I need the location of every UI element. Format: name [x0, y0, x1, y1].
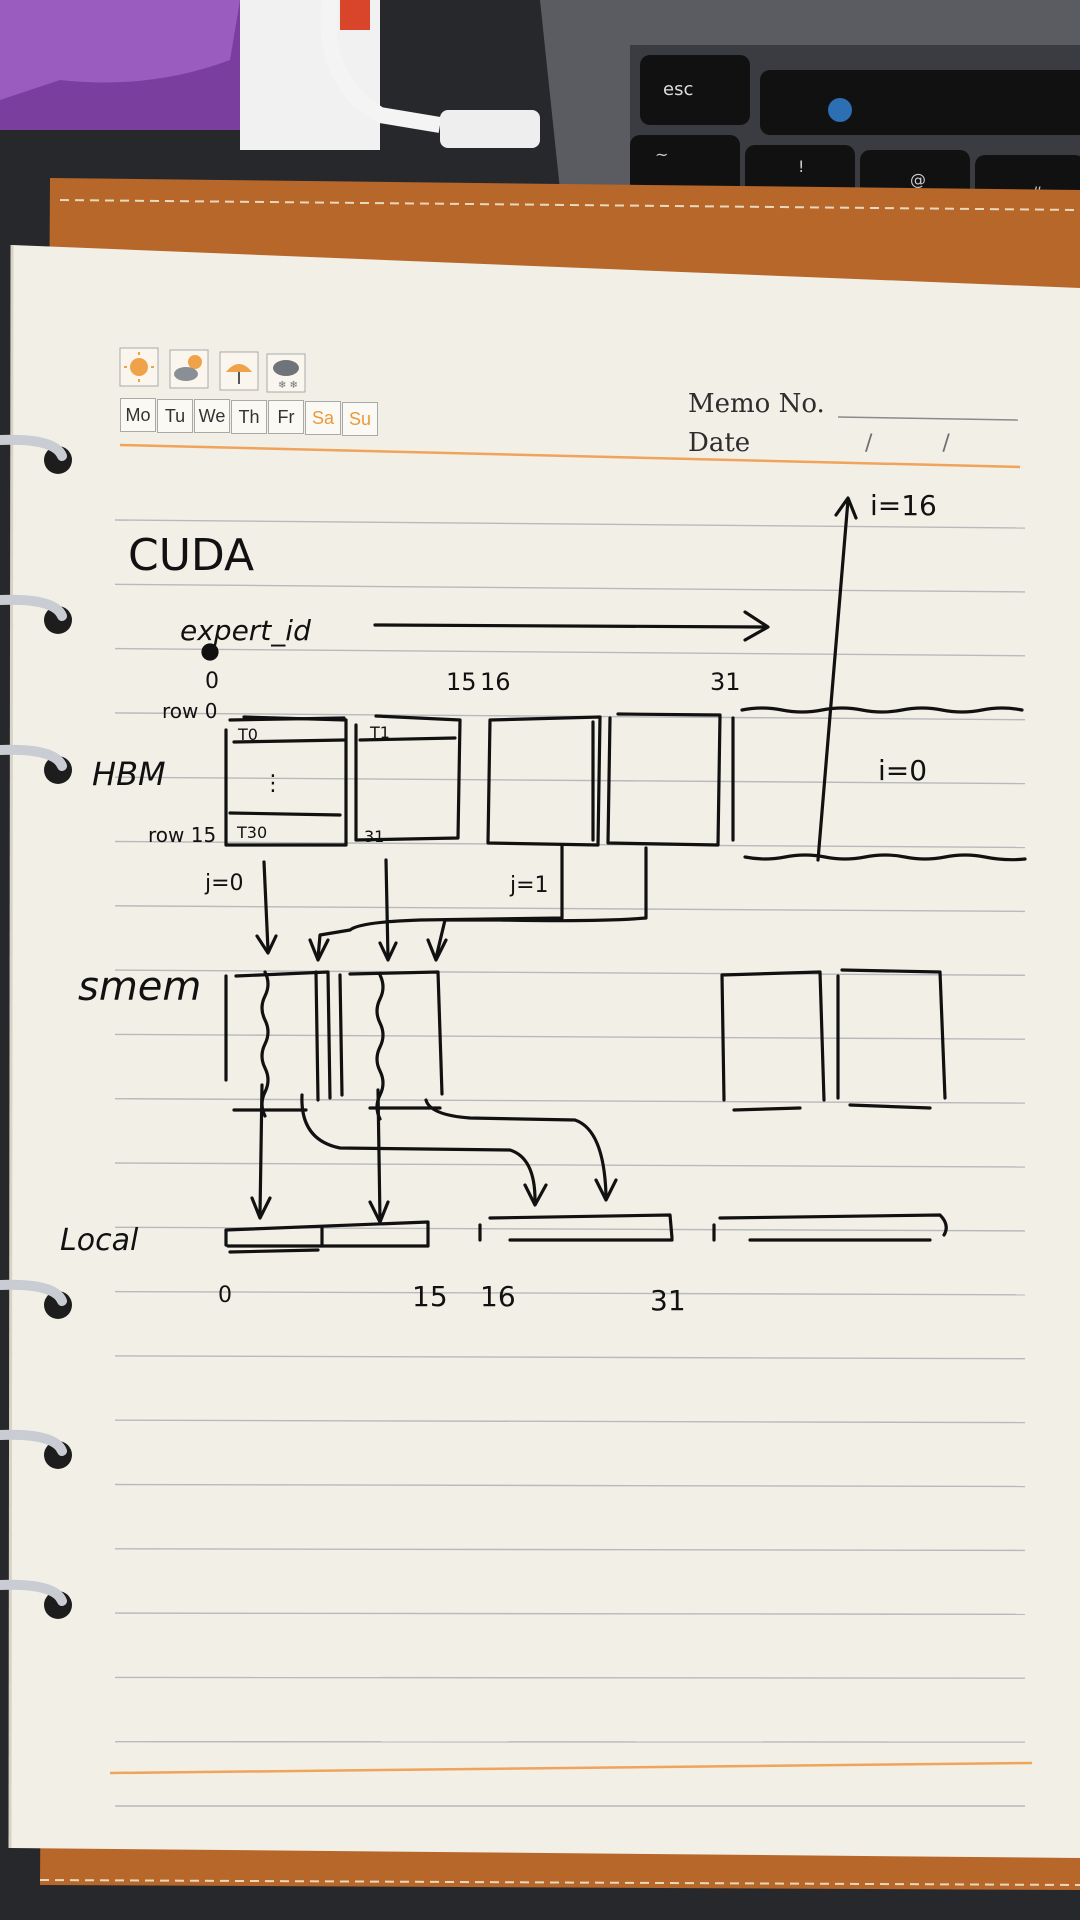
- smem-blocks: [224, 968, 947, 1121]
- dots-label: ⋮: [262, 771, 284, 796]
- bottom-orange-rule: [109, 1761, 1033, 1775]
- j1-arrow: [316, 843, 564, 960]
- t0-label: T0: [237, 725, 258, 744]
- day-box-we: We: [194, 399, 230, 434]
- local-label: Local: [60, 1223, 139, 1258]
- ruled-line: [114, 776, 1026, 785]
- snow-cloud-icon: ❄ ❄: [273, 360, 299, 391]
- binder-ring: [0, 434, 72, 474]
- binder-ring: [0, 1429, 72, 1469]
- local-buffer-3: [712, 1213, 948, 1242]
- hbm-block-3: [486, 715, 602, 847]
- bottom-wavy-line: [743, 853, 1027, 862]
- binder-ring: [0, 1279, 72, 1319]
- t31-label: 31: [364, 827, 384, 846]
- t1-label: T1: [369, 723, 390, 742]
- top-orange-rule: [119, 443, 1021, 469]
- t30-label: T30: [236, 823, 267, 842]
- tissue-box: [0, 0, 380, 150]
- day-box-sa: Sa: [305, 401, 341, 435]
- ruled-line: [114, 519, 1026, 529]
- laptop: esc ~ ! @ #: [540, 0, 1080, 205]
- local-arrow-curve-2: [424, 1098, 608, 1197]
- title-cuda: CUDA: [128, 530, 254, 581]
- cloud-sun-icon: [174, 355, 202, 381]
- top-wavy-line: [740, 706, 1024, 714]
- hbm-block-4: [606, 712, 722, 847]
- hbm-blocks: [224, 712, 735, 847]
- j0-arrow: [262, 860, 270, 952]
- ruled-line: [114, 1548, 1026, 1552]
- cuda-sketch: [201, 496, 1027, 1254]
- ruled-line: [114, 1355, 1026, 1360]
- ruled-line: [114, 1162, 1026, 1168]
- date-label: Date: [688, 428, 750, 458]
- day-box-tu: Tu: [157, 398, 193, 433]
- binder-ring: [0, 744, 72, 784]
- ruled-line: [114, 1290, 1026, 1296]
- i16-label: i=16: [870, 489, 937, 522]
- local-buffer-2: [478, 1213, 674, 1242]
- sun-icon: [130, 358, 148, 376]
- expert-id-label: expert_id: [180, 614, 311, 647]
- local-buffer-1: [224, 1220, 430, 1248]
- weather-icons: ❄ ❄: [119, 347, 306, 393]
- ruled-line: [114, 1419, 1026, 1424]
- index-31-label: 31: [710, 668, 741, 696]
- svg-text:@: @: [910, 170, 926, 189]
- j1-label: j=1: [509, 873, 549, 898]
- rain-umbrella-icon: [226, 364, 252, 384]
- ink-blot: [201, 643, 219, 661]
- ruled-line: [114, 969, 1026, 976]
- local-buffers: [224, 1213, 948, 1254]
- local-arrow-curve-1: [300, 1093, 537, 1202]
- svg-text:~: ~: [655, 145, 668, 164]
- sketch-labels: CUDA expert_id 0 15 16 31 row 0 row 15 T…: [60, 489, 937, 1317]
- index-16-label: 16: [480, 668, 511, 696]
- local-index-16: 16: [480, 1280, 516, 1313]
- hbm-label: HBM: [92, 755, 166, 793]
- svg-text:❄ ❄: ❄ ❄: [278, 380, 298, 391]
- smem-block-right-1: [720, 970, 826, 1102]
- expert-id-arrow: [373, 623, 767, 629]
- ruled-line: [114, 1483, 1026, 1488]
- memo-no-label: Memo No.: [688, 389, 825, 419]
- svg-text:!: !: [798, 157, 804, 176]
- j0-label: j=0: [204, 871, 244, 896]
- hbm-block-2: [354, 714, 462, 842]
- ruled-line: [114, 1612, 1026, 1616]
- local-index-15: 15: [412, 1280, 448, 1313]
- esc-key: esc: [663, 79, 693, 100]
- i0-label: i=0: [878, 754, 927, 787]
- binder-ring: [0, 1579, 72, 1619]
- memo-no-line: [837, 416, 1019, 421]
- day-box-su: Su: [342, 401, 378, 436]
- index-0-label: 0: [205, 669, 219, 694]
- usb-cable: [320, 0, 540, 148]
- binder-ring: [0, 594, 72, 634]
- date-separators: / /: [865, 431, 950, 456]
- row-15-label: row 15: [148, 823, 216, 847]
- paper-page: [8, 244, 1080, 1858]
- day-box-fr: Fr: [268, 400, 304, 435]
- ruled-line: [114, 647, 1026, 657]
- binder-rings: [0, 434, 72, 1619]
- smem-block-right-2: [836, 968, 947, 1100]
- local-arrow-1: [258, 1083, 264, 1217]
- row-0-label: row 0: [162, 699, 217, 723]
- local-index-31: 31: [650, 1284, 686, 1317]
- day-box-mo: Mo: [120, 398, 156, 432]
- index-15-label: 15: [446, 668, 477, 696]
- day-box-th: Th: [231, 399, 267, 434]
- ruled-line: [114, 1676, 1026, 1679]
- local-index-0: 0: [218, 1283, 232, 1308]
- i-axis-arrow: [816, 498, 850, 862]
- ruled-line: [114, 583, 1026, 593]
- smem-label: smem: [78, 964, 201, 1010]
- ruled-line: [114, 1097, 1026, 1104]
